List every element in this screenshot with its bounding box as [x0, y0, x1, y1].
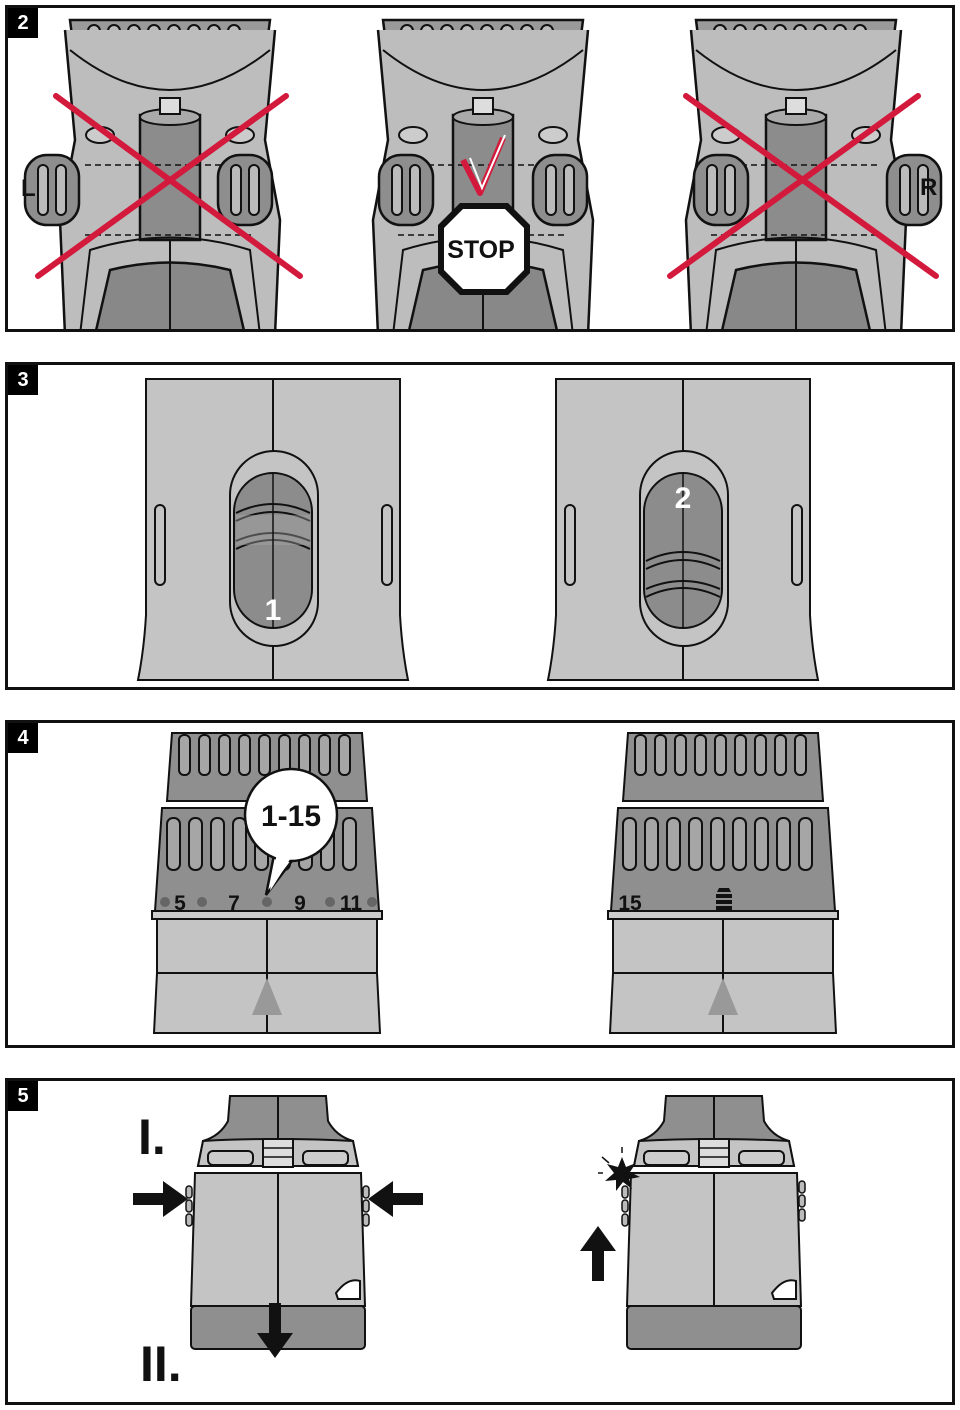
stop-label: STOP: [447, 236, 515, 264]
gear-2-label: 2: [675, 482, 692, 515]
figure-4-panel: 4: [5, 720, 955, 1048]
step-2-label: II.: [140, 1336, 182, 1392]
torque-range-label: 1-15: [261, 800, 321, 833]
stop-sign-icon: [438, 203, 530, 295]
figure-3-illustration: 1 2: [136, 378, 820, 681]
figure-3-panel: 3 1 2: [5, 362, 955, 690]
callout-bubble: [243, 767, 339, 896]
figure-2-illustration: STOP L R: [21, 18, 943, 329]
cross-icon-right: [667, 93, 939, 279]
figure-5-panel: 5: [5, 1078, 955, 1405]
click-burst-icon: [598, 1147, 640, 1191]
cross-icon-left: [35, 93, 303, 279]
dial-mark-9: 9: [294, 892, 306, 915]
step-1-label: I.: [138, 1109, 166, 1165]
arrow-up-icon: [580, 1226, 616, 1281]
drill-mode-icon: [716, 888, 732, 910]
dial-mark-7: 7: [228, 892, 240, 915]
figure-number-2: 2: [8, 8, 38, 38]
label-left: L: [21, 175, 36, 202]
figure-number-5: 5: [8, 1081, 38, 1111]
figure-5-illustration: I. II.: [133, 1095, 806, 1392]
dial-mark-15: 15: [618, 892, 642, 915]
arrow-right-icon: [133, 1181, 188, 1217]
figure-number-4: 4: [8, 723, 38, 753]
gear-1-label: 1: [265, 594, 282, 627]
dial-mark-5: 5: [174, 892, 186, 915]
figure-2-panel: 2: [5, 5, 955, 332]
arrow-left-icon: [368, 1181, 423, 1217]
figure-4-illustration: 5 7 9 11 1-15 15: [151, 732, 839, 1034]
dial-mark-11: 11: [340, 892, 363, 915]
figure-number-3: 3: [8, 365, 38, 395]
label-right: R: [920, 174, 937, 201]
